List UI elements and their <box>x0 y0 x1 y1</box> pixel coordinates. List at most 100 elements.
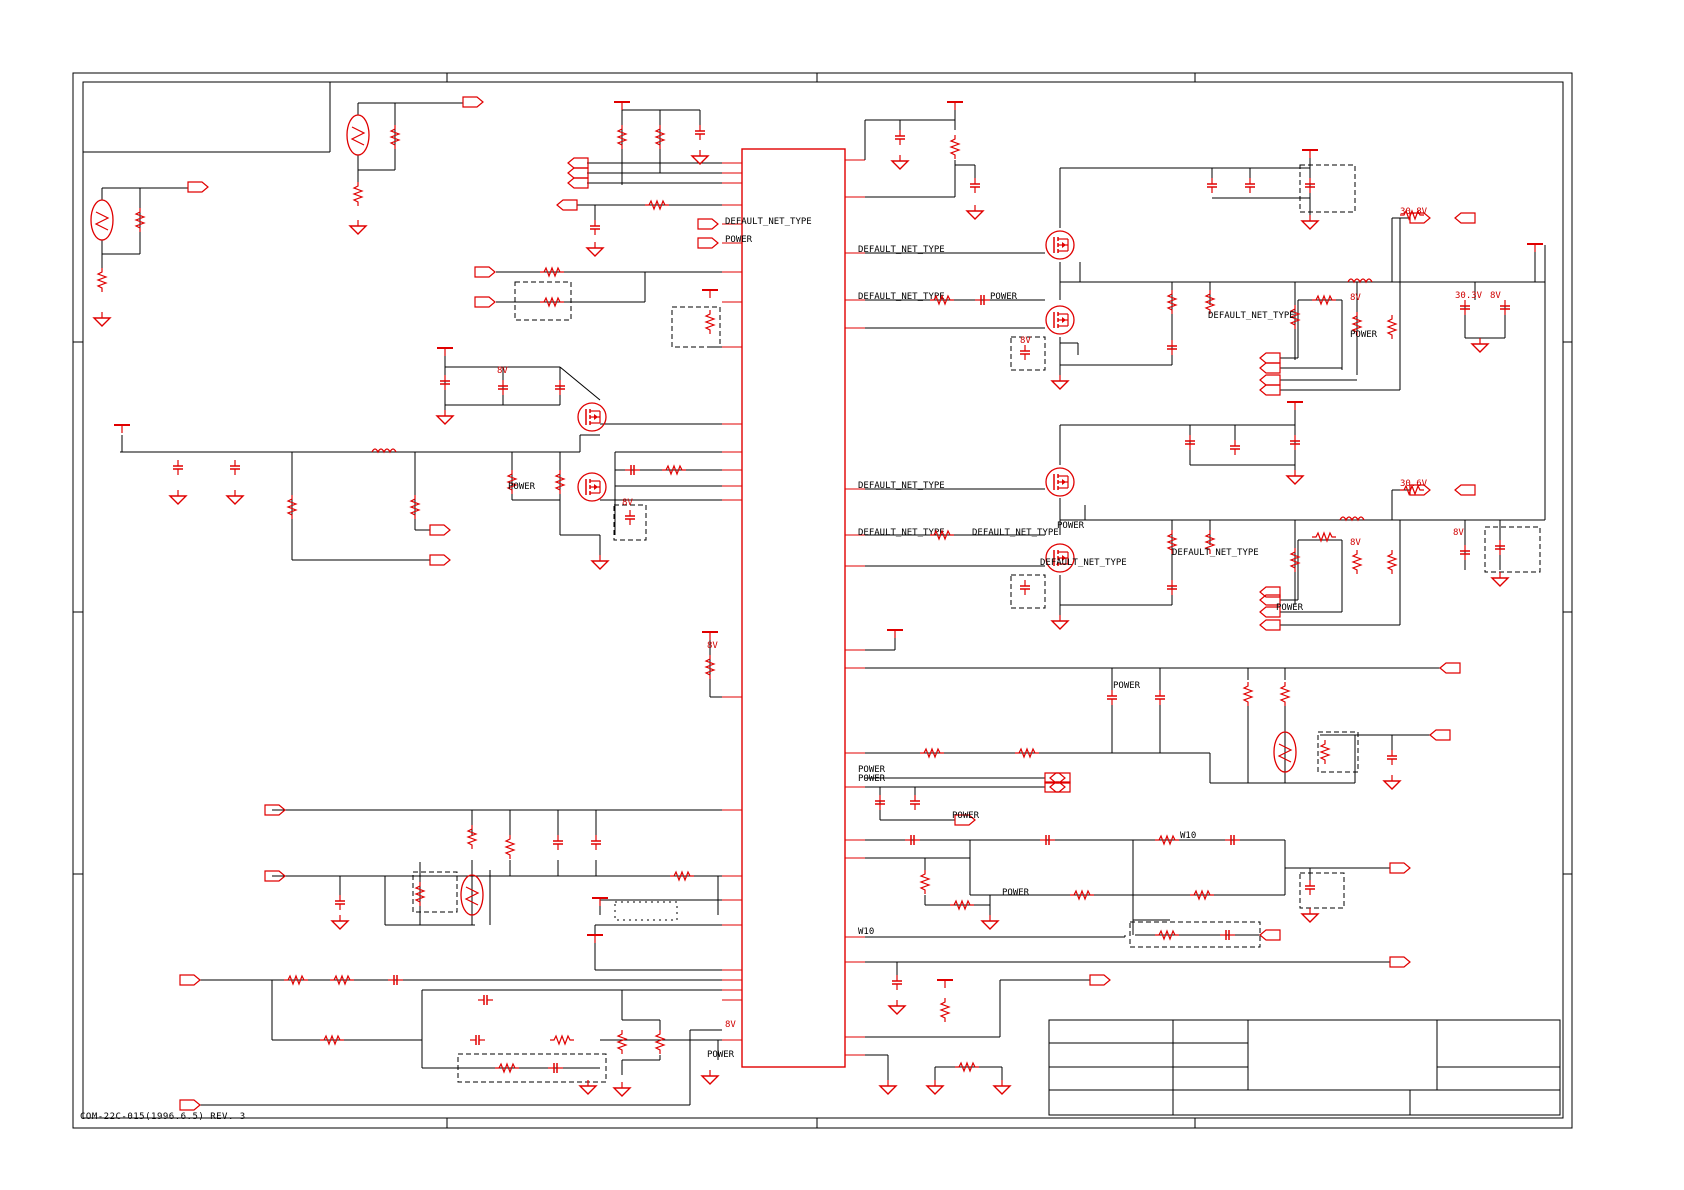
power-rail-symbol <box>586 934 604 944</box>
net-port <box>474 296 496 308</box>
net-label-power: POWER <box>1002 888 1030 898</box>
ic-left-pin-label-2: POWER <box>725 235 753 245</box>
net-port <box>474 266 496 278</box>
ground-symbol <box>591 554 609 570</box>
ground-symbol <box>613 1081 631 1097</box>
net-port <box>567 177 589 189</box>
net-label-8v: 8V <box>1020 336 1031 346</box>
net-port <box>1259 352 1281 364</box>
ground-symbol <box>93 311 111 327</box>
capacitor-symbol <box>1386 749 1398 766</box>
power-rail-symbol <box>1286 401 1304 411</box>
net-label-8v: 8V <box>497 366 508 376</box>
net-port <box>187 181 209 193</box>
net-port <box>1259 384 1281 396</box>
power-rail-symbol <box>113 424 131 434</box>
ground-symbol <box>1301 214 1319 230</box>
mosfet-symbol <box>577 402 607 432</box>
power-rail-symbol <box>1301 149 1319 159</box>
resistor-symbol <box>505 834 515 860</box>
net-port <box>179 1099 201 1111</box>
ground-symbol <box>586 241 604 257</box>
ground-symbol <box>1051 614 1069 630</box>
net-label-8v: 8V <box>725 1020 736 1030</box>
net-label-30-3v: 30.3V <box>1455 291 1483 301</box>
ground-symbol <box>1286 469 1304 485</box>
resistor-symbol <box>705 309 715 335</box>
capacitor-symbol <box>1154 689 1166 706</box>
net-port <box>1454 484 1476 496</box>
title-block <box>1048 1019 1561 1116</box>
resistor-symbol <box>1387 314 1397 340</box>
net-port <box>1089 974 1111 986</box>
capacitor-symbol <box>1244 177 1256 194</box>
capacitor-symbol <box>894 129 906 146</box>
mosfet-symbol <box>577 472 607 502</box>
net-port <box>1429 729 1451 741</box>
resistor-symbol <box>353 181 363 207</box>
capacitor-symbol <box>1304 879 1316 896</box>
resistor-symbol <box>617 1029 627 1055</box>
net-label-8v: 8V <box>622 498 633 508</box>
net-label-w10: W10 <box>1180 831 1196 841</box>
net-port <box>179 974 201 986</box>
capacitor-symbol <box>172 459 184 476</box>
resistor-symbol <box>940 997 950 1023</box>
resistor-symbol <box>1387 549 1397 575</box>
resistor-symbol <box>549 1035 575 1045</box>
net-port <box>1439 662 1461 674</box>
net-labels: POWER POWER POWER POWER POWER POWER POWE… <box>497 207 1501 1060</box>
ground-symbol <box>691 149 709 165</box>
net-label-default: DEFAULT_NET_TYPE <box>1172 548 1259 558</box>
ground-symbol <box>226 489 244 505</box>
capacitor-symbol <box>477 994 494 1006</box>
net-label-power: POWER <box>1057 521 1085 531</box>
net-label-power: POWER <box>1350 330 1378 340</box>
capacitor-symbol <box>1229 439 1241 456</box>
net-label-30-6v: 30.6V <box>1400 479 1428 489</box>
ground-symbol <box>1301 907 1319 923</box>
net-label-default: DEFAULT_NET_TYPE <box>1040 558 1127 568</box>
resistor-symbol <box>655 1029 665 1055</box>
ic-right-pin-label-7: W10 <box>858 927 874 937</box>
ic-right-pin-label-1: DEFAULT_NET_TYPE <box>858 245 945 255</box>
net-label-power: POWER <box>990 292 1018 302</box>
resistor-symbol <box>920 869 930 895</box>
ground-symbol <box>879 1079 897 1095</box>
top-left-info-box <box>83 82 331 153</box>
ic-right-pin-label-6: POWER <box>858 774 886 784</box>
net-port <box>429 524 451 536</box>
ground-symbol <box>169 489 187 505</box>
capacitor-symbol <box>229 459 241 476</box>
ground-symbol <box>1383 774 1401 790</box>
net-label-power: POWER <box>707 1050 735 1060</box>
net-port <box>697 237 719 249</box>
power-rail-symbol <box>591 897 609 907</box>
resistor-symbol <box>97 267 107 293</box>
resistor-symbol <box>467 824 477 850</box>
ground-symbol <box>993 1079 1011 1095</box>
capacitor-symbol <box>590 834 602 851</box>
net-label-8v: 8V <box>1490 291 1501 301</box>
capacitor-symbol <box>694 124 706 141</box>
capacitor-symbol <box>469 1034 486 1046</box>
ground-symbol <box>436 409 454 425</box>
ground-symbol <box>349 219 367 235</box>
capacitor-symbol <box>1019 344 1031 361</box>
dashed-boxes <box>412 164 1541 1083</box>
ground-symbol <box>701 1069 719 1085</box>
net-port <box>1259 619 1281 631</box>
capacitor-symbol <box>891 974 903 991</box>
mosfet-symbol <box>1045 230 1075 260</box>
net-port <box>462 96 484 108</box>
net-port <box>429 554 451 566</box>
ic-right-pin-label-3: DEFAULT_NET_TYPE <box>858 481 945 491</box>
resistor-symbol <box>1352 549 1362 575</box>
net-port <box>1389 956 1411 968</box>
ground-symbol <box>981 914 999 930</box>
net-port <box>1259 362 1281 374</box>
ground-symbol <box>926 1079 944 1095</box>
ground-symbol <box>888 999 906 1015</box>
net-label-power: POWER <box>1276 603 1304 613</box>
